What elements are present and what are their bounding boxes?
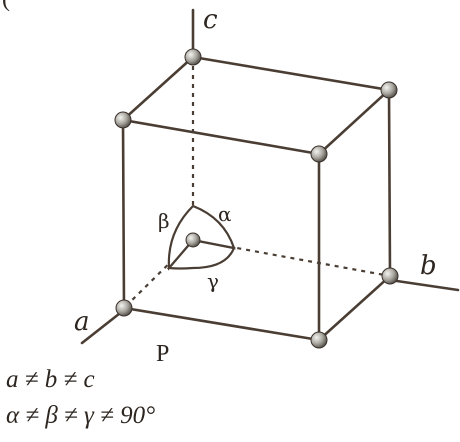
axis-label-a: a: [74, 307, 90, 337]
hidden-edge-to-a: [123, 239, 194, 309]
atom-top-left-front: [114, 111, 132, 129]
angle-inequality-condition: α ≠ β ≠ γ ≠ 90°: [6, 402, 156, 429]
atom-top-front: [310, 145, 328, 163]
angle-label-beta: β: [158, 209, 170, 233]
atom-top-right-back: [380, 81, 398, 99]
edge-left-vertical: [121, 118, 126, 310]
a-axis-line: [80, 308, 126, 345]
axis-inequality-condition: a ≠ b ≠ c: [6, 366, 95, 393]
axis-label-b: b: [420, 251, 437, 281]
atom-bottom-front: [310, 331, 328, 349]
edge-top-left: [121, 55, 195, 122]
edge-top-back: [191, 55, 391, 92]
atom-back-top: [184, 48, 202, 66]
edge-bottom-right: [317, 274, 392, 342]
angle-indicator: [166, 238, 236, 270]
atom-bottom-left: [115, 299, 133, 317]
origin-point-label: P: [156, 341, 169, 367]
atom-bottom-right: [381, 267, 399, 285]
hidden-edge-to-b: [192, 238, 391, 278]
panel-marker: (: [2, 0, 10, 13]
edge-right-vertical: [387, 88, 392, 278]
edge-bottom-front: [122, 306, 321, 342]
angle-label-gamma: γ: [207, 269, 219, 293]
edge-top-right: [317, 88, 391, 156]
b-axis-line: [388, 278, 460, 292]
axis-label-c: c: [203, 5, 218, 35]
atom-origin: [185, 232, 201, 248]
angle-indicator-upper: [167, 204, 236, 271]
edge-top-front: [121, 118, 321, 156]
angle-label-alpha: α: [218, 202, 232, 226]
